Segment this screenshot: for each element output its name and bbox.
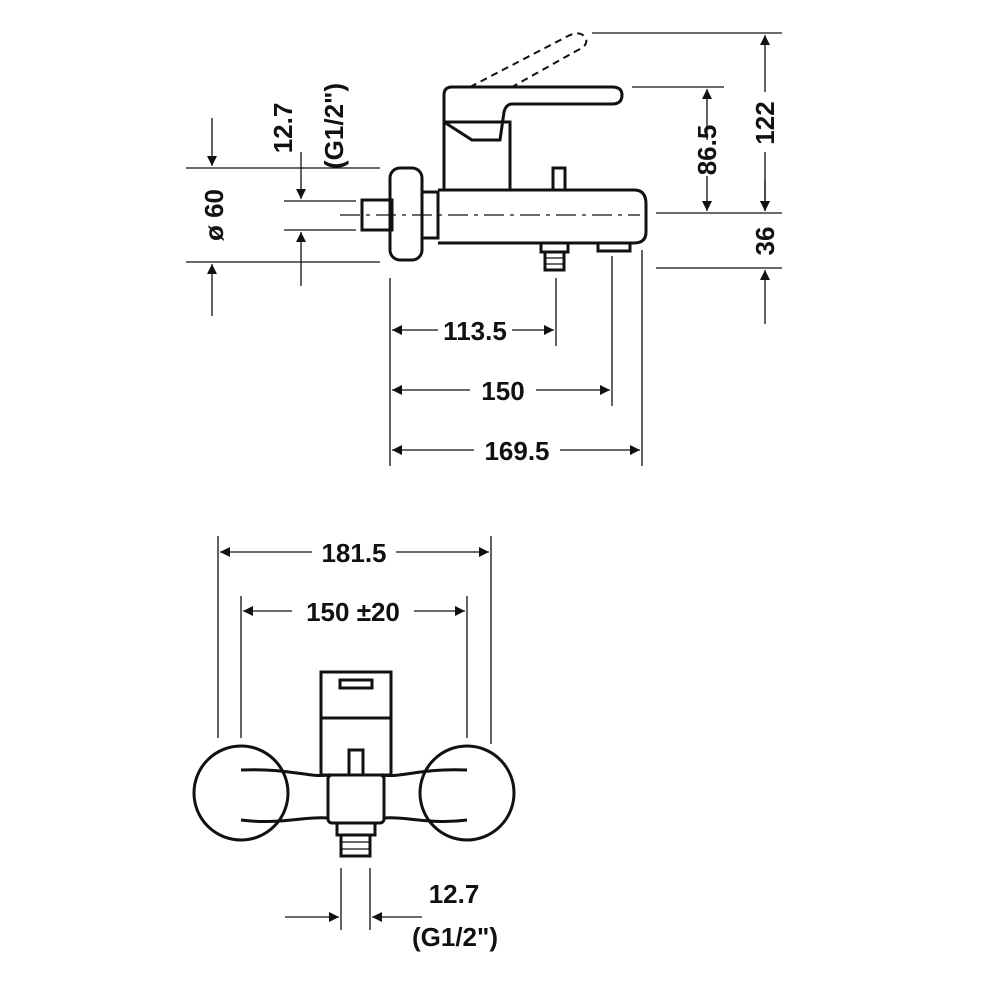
dimension-diameter: ø 60 bbox=[199, 118, 229, 316]
dimension-outlet-thread: 12.7 (G1/2") bbox=[285, 879, 498, 952]
dimension-outlet-length: 113.5 bbox=[392, 316, 554, 346]
side-view-mixer-body bbox=[340, 32, 648, 272]
dimension-total-width: 181.5 bbox=[220, 538, 489, 568]
front-view-extension-lines bbox=[217, 536, 492, 930]
dim-label-total-width: 181.5 bbox=[321, 538, 386, 568]
dim-label-spout-height: 36 bbox=[750, 227, 780, 256]
side-view-extension-lines bbox=[186, 32, 782, 466]
dim-label-spout-length: 150 bbox=[481, 376, 524, 406]
dimension-offset-thread: 12.7 (G1/2") bbox=[268, 83, 349, 286]
dim-label-thread: (G1/2") bbox=[319, 83, 349, 169]
dim-label-outlet-length: 113.5 bbox=[443, 316, 507, 346]
dimension-handle-height: 86.5 bbox=[692, 89, 722, 211]
dimension-total-length: 169.5 bbox=[392, 436, 640, 466]
dim-label-total-height: 122 bbox=[750, 101, 780, 144]
dim-label-outlet: 12.7 bbox=[429, 879, 480, 909]
dim-label-center-distance: 150 ±20 bbox=[306, 597, 400, 627]
dim-label-handle-height: 86.5 bbox=[692, 125, 722, 176]
dim-label-diameter: ø 60 bbox=[199, 189, 229, 241]
side-view: ø 60 12.7 (G1/2") 86.5 122 36 bbox=[186, 32, 782, 466]
dimension-spout-length: 150 bbox=[392, 376, 610, 406]
dim-label-offset: 12.7 bbox=[268, 103, 298, 154]
dimension-center-distance: 150 ±20 bbox=[243, 597, 465, 627]
dim-label-total-length: 169.5 bbox=[484, 436, 549, 466]
front-view: 181.5 150 ±20 12.7 (G1/2") bbox=[192, 536, 516, 952]
dim-label-outlet-thread: (G1/2") bbox=[412, 922, 498, 952]
dimension-spout-height: 36 bbox=[750, 180, 780, 324]
front-view-mixer-body bbox=[192, 670, 516, 858]
